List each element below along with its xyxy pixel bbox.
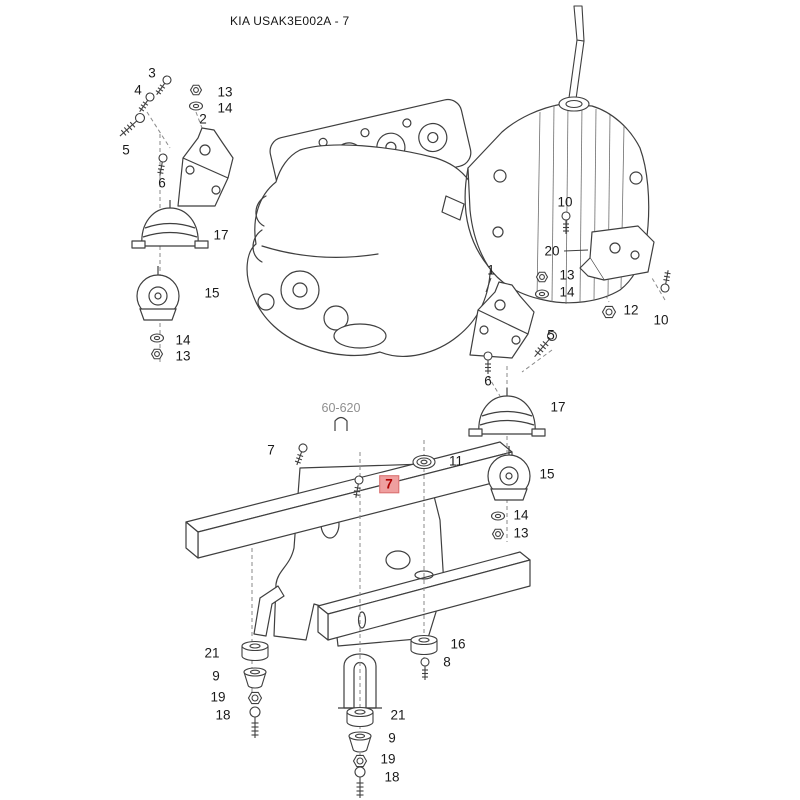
callout-19-b[interactable]: 19 — [380, 751, 396, 767]
callout-7-a[interactable]: 7 — [267, 442, 275, 458]
callout-15-b[interactable]: 15 — [539, 466, 555, 482]
frame-crossmember — [185, 416, 531, 709]
nut-13-icon-d — [535, 271, 549, 283]
callout-13-a[interactable]: 13 — [217, 84, 233, 100]
callout-12[interactable]: 12 — [623, 302, 639, 318]
callout-15-a[interactable]: 15 — [204, 285, 220, 301]
callout-5-b[interactable]: 5 — [547, 327, 555, 343]
mount-17-left — [131, 199, 209, 249]
mount-17-right — [468, 387, 546, 437]
mount-15-left — [136, 265, 180, 321]
frame-ref-clip — [334, 416, 348, 431]
callout-2[interactable]: 2 — [199, 111, 207, 127]
bolt-10-icon-b — [659, 269, 673, 294]
callout-9-a[interactable]: 9 — [212, 668, 220, 684]
callout-14-a[interactable]: 14 — [217, 100, 233, 116]
callout-13-c[interactable]: 13 — [559, 267, 575, 283]
callout-8[interactable]: 8 — [443, 654, 451, 670]
nut-13-icon-c — [491, 528, 505, 540]
callout-16[interactable]: 16 — [450, 636, 466, 652]
callout-20[interactable]: 20 — [544, 243, 560, 259]
right-mount-cluster — [469, 277, 535, 359]
callout-21-b[interactable]: 21 — [390, 707, 406, 723]
gear-shifter-illustration — [558, 5, 590, 112]
callout-14-d[interactable]: 14 — [513, 507, 529, 523]
callout-21-a[interactable]: 21 — [204, 645, 220, 661]
callout-19-a[interactable]: 19 — [210, 689, 226, 705]
bolt-8-icon — [420, 657, 430, 681]
callout-7-selected[interactable]: 7 — [379, 475, 399, 493]
callout-1[interactable]: 1 — [487, 262, 495, 278]
bushing-9-icon-a — [243, 667, 267, 689]
callout-17-a[interactable]: 17 — [213, 227, 229, 243]
washer-14-icon-d — [534, 289, 550, 299]
bushing-21-icon-a — [241, 640, 269, 662]
bracket-20 — [589, 225, 655, 281]
callout-6-b[interactable]: 6 — [484, 373, 492, 389]
washer-14-icon-a — [188, 101, 204, 111]
nut-12-icon — [601, 305, 617, 319]
callout-5-a[interactable]: 5 — [122, 142, 130, 158]
callout-17-b[interactable]: 17 — [550, 399, 566, 415]
engine-illustration — [246, 98, 493, 357]
callout-18-b[interactable]: 18 — [384, 769, 400, 785]
left-mount-cluster — [177, 127, 234, 207]
callout-3[interactable]: 3 — [148, 65, 156, 81]
frame-leg — [253, 585, 285, 637]
callout-4[interactable]: 4 — [134, 82, 142, 98]
callout-10-b[interactable]: 10 — [653, 312, 669, 328]
callout-6-a[interactable]: 6 — [158, 175, 166, 191]
nut-13-icon-a — [189, 84, 203, 96]
bushing-21-icon-b — [346, 706, 374, 728]
diagram-title: KIA USAK3E002A - 7 — [230, 14, 350, 28]
frame-support-bracket — [343, 653, 377, 709]
bolt-18-icon-b — [354, 766, 366, 799]
bracket-2 — [177, 127, 234, 207]
bolt-7-icon-a — [292, 442, 309, 467]
callout-18-a[interactable]: 18 — [215, 707, 231, 723]
washer-14-icon-b — [149, 333, 165, 343]
callout-14-b[interactable]: 14 — [175, 332, 191, 348]
bolt-6-icon-b — [483, 351, 493, 375]
bolt-3-icon — [152, 73, 174, 98]
bolt-18-icon-a — [249, 706, 261, 739]
callout-13-d[interactable]: 13 — [513, 525, 529, 541]
washer-14-icon-c — [490, 511, 506, 521]
nut-13-icon-b — [150, 348, 164, 360]
nut-19-icon-a — [247, 691, 263, 705]
bushing-9-icon-b — [348, 731, 372, 753]
bolt-5-icon-a — [116, 111, 147, 140]
callout-10-a[interactable]: 10 — [557, 194, 573, 210]
bushing-16-icon — [410, 634, 438, 656]
callout-11[interactable]: 11 — [448, 453, 464, 469]
frame-ref-label: 60-620 — [321, 400, 361, 415]
grommet-11-icon — [412, 454, 436, 470]
callout-14-c[interactable]: 14 — [559, 284, 575, 300]
callout-9-b[interactable]: 9 — [388, 730, 396, 746]
bolt-6-icon-a — [155, 152, 169, 177]
nut-19-icon-b — [352, 754, 368, 768]
callout-13-b[interactable]: 13 — [175, 348, 191, 364]
transmission-mount-cluster — [563, 225, 655, 281]
